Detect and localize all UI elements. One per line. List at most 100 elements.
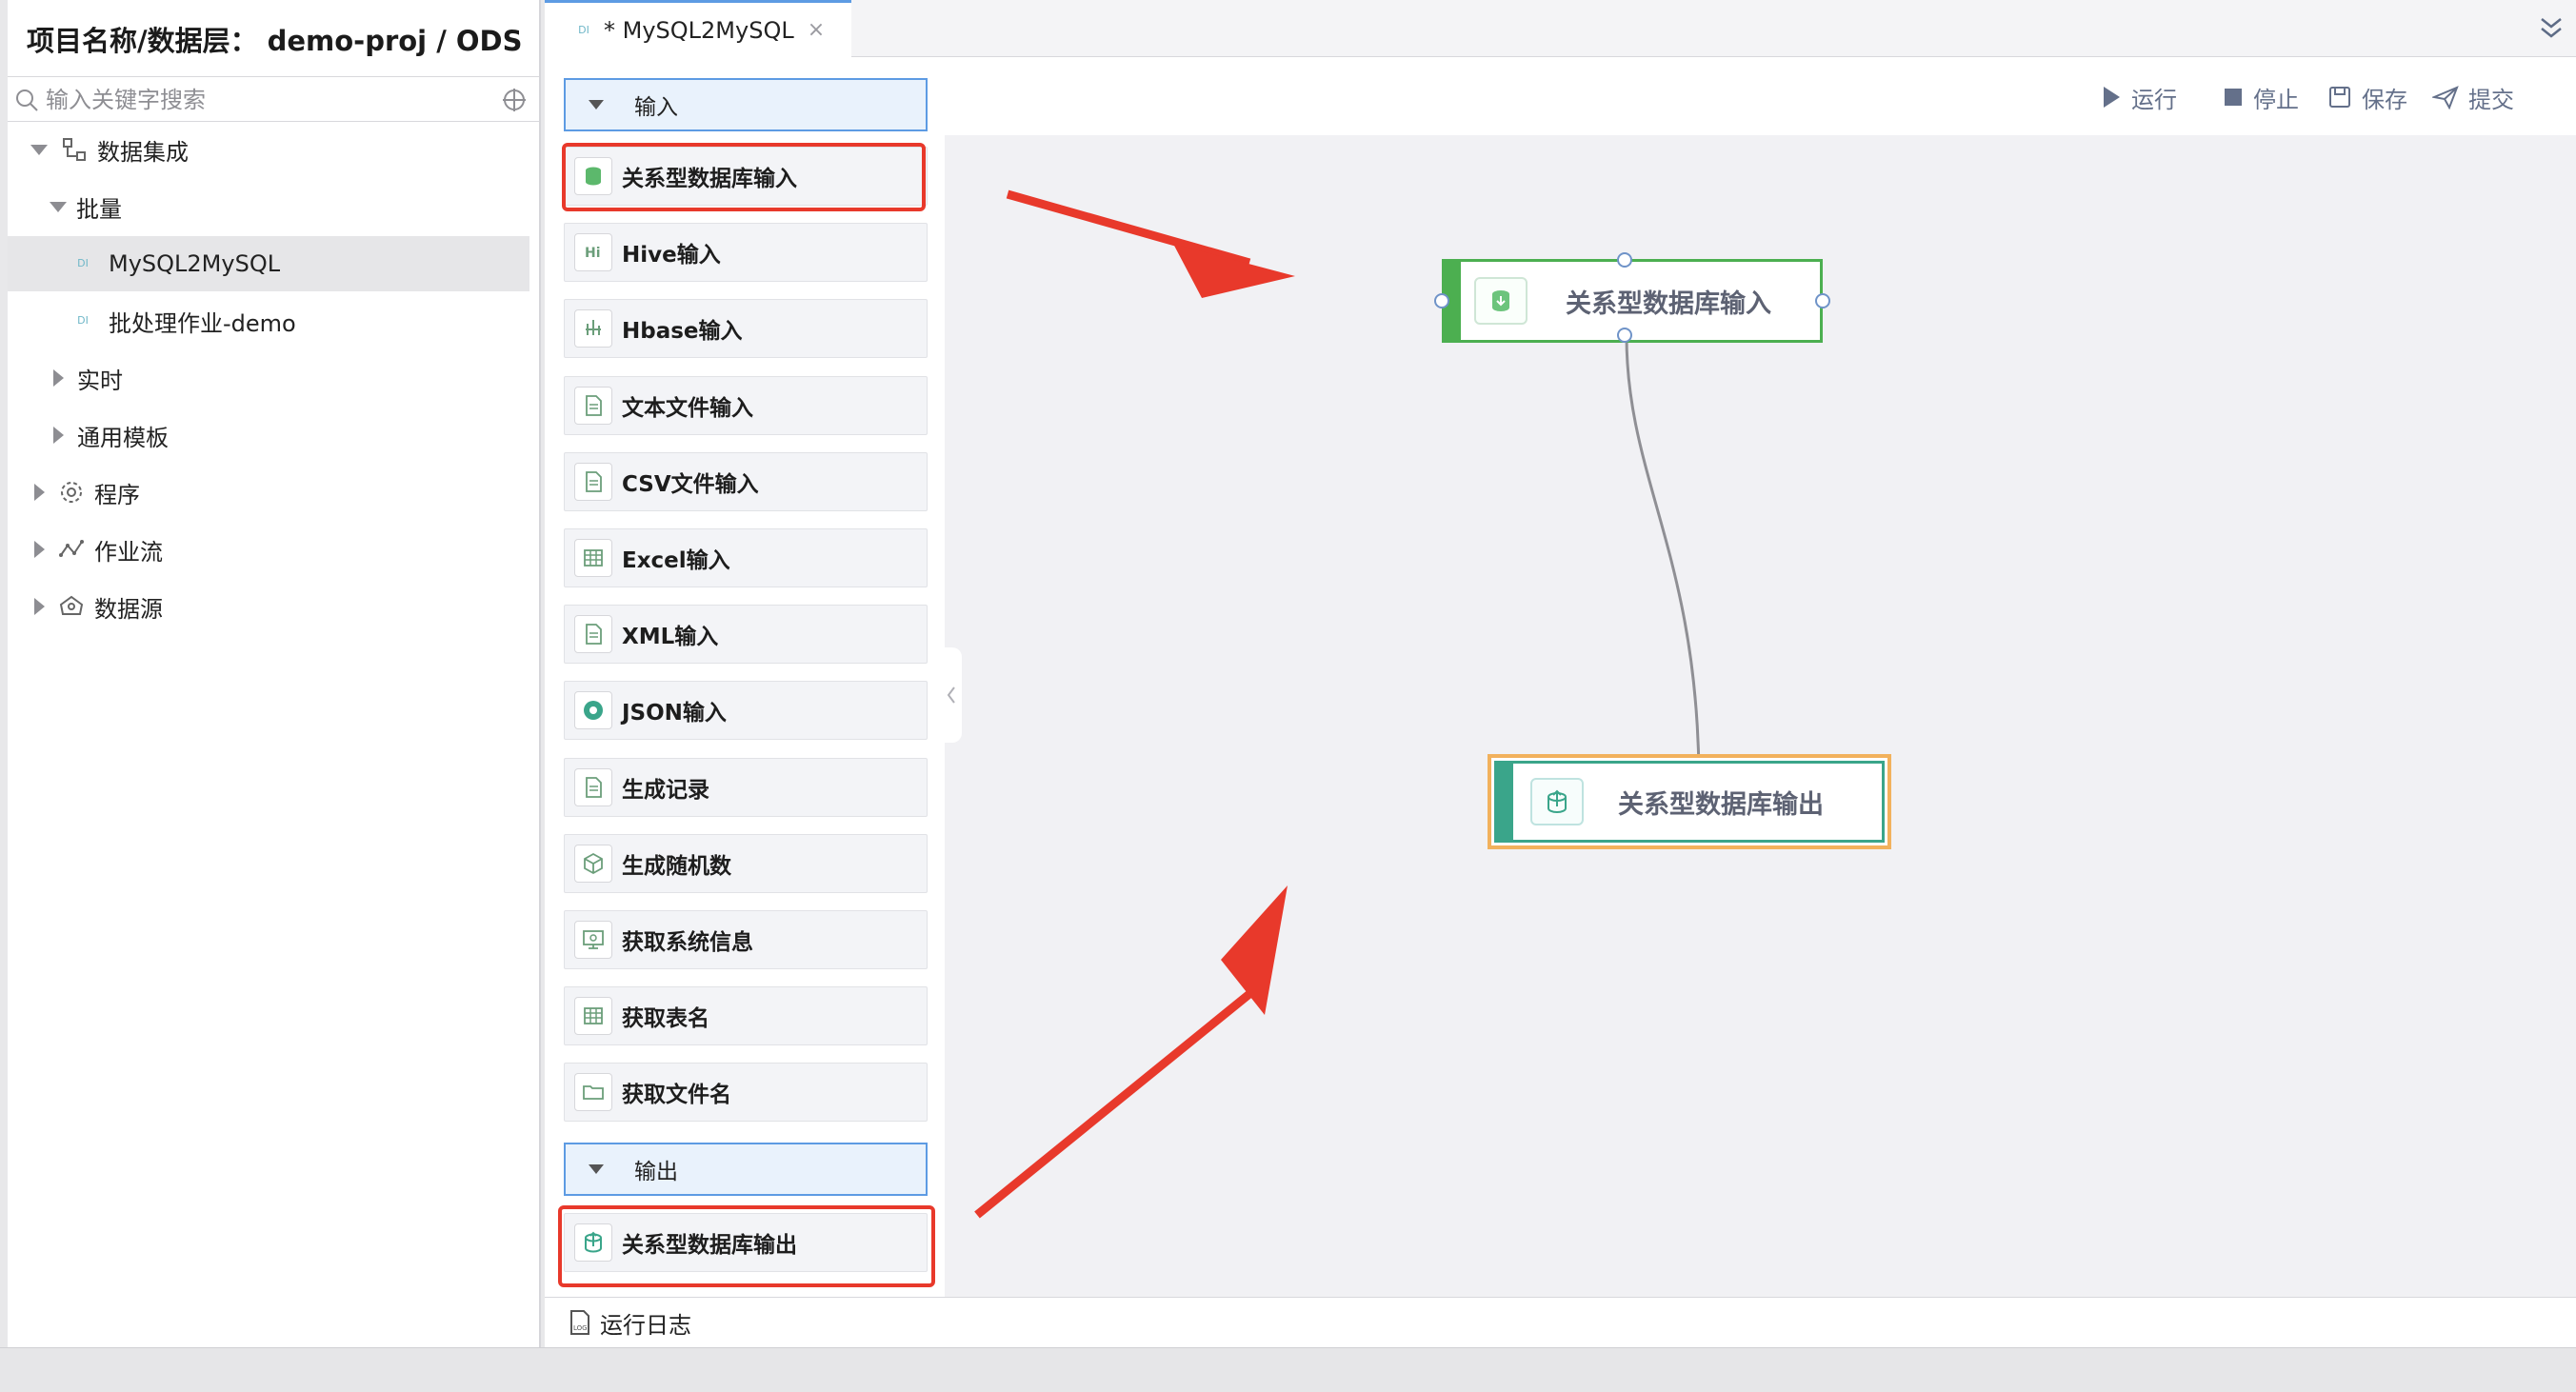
section-input-header[interactable]: 输入 [564, 78, 928, 131]
canvas-overlay [974, 189, 1707, 1219]
port-bottom[interactable] [1617, 328, 1632, 343]
tree-item-workflow[interactable]: 作业流 [8, 522, 529, 577]
tree-item-realtime[interactable]: 实时 [8, 350, 529, 406]
palette-item[interactable]: Excel输入 [564, 528, 928, 587]
tree-item-program[interactable]: 程序 [8, 465, 529, 520]
palette-collapse-handle[interactable] [943, 647, 962, 743]
tree-item-batch-demo[interactable]: DI 批处理作业-demo [8, 293, 529, 348]
port-right[interactable] [1815, 293, 1830, 308]
submit-button[interactable]: 提交 [2432, 80, 2514, 114]
database-output-icon [1530, 778, 1584, 825]
chevron-double-down-icon[interactable] [2536, 13, 2566, 44]
palette-item[interactable]: 获取表名 [564, 986, 928, 1046]
tree-label: 批量 [76, 195, 122, 223]
palette-item[interactable]: CSV文件输入 [564, 451, 928, 511]
search-icon [16, 89, 38, 111]
play-icon [2104, 87, 2120, 108]
status-bar [0, 1347, 2576, 1392]
palette-item-label: Hbase输入 [622, 319, 743, 345]
file-name-icon [574, 1073, 612, 1112]
tree-item-batch[interactable]: 批量 [8, 179, 529, 234]
tab-bar: DI * MySQL2MySQL × [545, 0, 2576, 57]
text-file-icon [574, 386, 612, 425]
svg-text:LOG: LOG [573, 1324, 588, 1332]
tree-label: 通用模板 [77, 424, 169, 451]
connection-line[interactable] [1625, 335, 1701, 776]
palette-item[interactable]: 生成记录 [564, 757, 928, 817]
database-input-icon [574, 157, 612, 195]
palette-item[interactable]: 获取文件名 [564, 1063, 928, 1123]
gear-icon [61, 482, 82, 503]
search-bar [8, 76, 539, 122]
run-label: 运行 [2131, 86, 2177, 113]
tree-item-template[interactable]: 通用模板 [8, 408, 529, 463]
caret-right-icon[interactable] [53, 427, 64, 444]
hive-icon: Hi [574, 233, 612, 272]
submit-label: 提交 [2468, 86, 2514, 113]
tree-label: 数据源 [94, 595, 163, 623]
tab-mysql2mysql[interactable]: DI * MySQL2MySQL × [545, 0, 851, 57]
di-badge-icon: DI [578, 23, 589, 36]
section-label: 输出 [634, 1160, 678, 1184]
project-title: 项目名称/数据层：demo-proj / ODS [27, 19, 523, 59]
palette-item[interactable]: XML输入 [564, 605, 928, 665]
database-input-icon [1474, 277, 1528, 325]
close-icon[interactable]: × [807, 18, 826, 42]
palette-item-label: CSV文件输入 [622, 471, 759, 497]
di-badge-icon: DI [77, 257, 89, 269]
palette-item[interactable]: Hbase输入 [564, 299, 928, 359]
tree-label: MySQL2MySQL [109, 250, 281, 277]
csv-file-icon [574, 462, 612, 501]
save-button[interactable]: 保存 [2327, 80, 2407, 114]
stop-icon [2225, 89, 2242, 106]
palette-item-label: 获取表名 [622, 1006, 709, 1032]
palette-item[interactable]: Hi Hive输入 [564, 223, 928, 283]
database-output-icon [574, 1223, 612, 1262]
caret-right-icon[interactable] [34, 484, 45, 501]
palette-item-label: JSON输入 [622, 701, 727, 726]
flow-canvas[interactable]: 关系型数据库输入 关系型数据库输出 [945, 59, 2576, 1297]
palette-item[interactable]: 文本文件输入 [564, 375, 928, 435]
caret-down-icon[interactable] [30, 144, 48, 155]
palette-item-label: 关系型数据库输入 [622, 167, 797, 191]
node-label: 关系型数据库输入 [1566, 288, 1771, 319]
caret-right-icon[interactable] [34, 598, 45, 615]
palette-item[interactable]: 获取系统信息 [564, 910, 928, 969]
random-icon [574, 844, 612, 883]
project-tree-panel: 项目名称/数据层：demo-proj / ODS 数据集成 批量 DI MySQ… [8, 0, 541, 1347]
xml-icon [574, 615, 612, 654]
tree-item-datasource[interactable]: 数据源 [8, 579, 529, 634]
canvas-toolbar: 运行 停止 保存 提交 [945, 59, 2576, 135]
palette-item-label: Hive输入 [622, 243, 721, 268]
palette-item-label: 文本文件输入 [622, 395, 753, 421]
excel-icon [574, 539, 612, 577]
caret-down-icon[interactable] [50, 201, 67, 212]
node-inner-frame [1494, 761, 1885, 843]
run-log-label: 运行日志 [600, 1311, 691, 1339]
canvas-node-db-output[interactable]: 关系型数据库输出 [1488, 754, 1891, 849]
palette-item[interactable]: JSON输入 [564, 681, 928, 741]
stop-button[interactable]: 停止 [2223, 80, 2299, 114]
section-label: 输入 [634, 95, 678, 120]
palette-item[interactable]: 生成随机数 [564, 833, 928, 893]
canvas-node-db-input[interactable]: 关系型数据库输入 [1442, 259, 1823, 343]
annotation-arrow-bottom-head [1221, 885, 1288, 1015]
port-top[interactable] [1617, 252, 1632, 268]
palette-item[interactable]: 关系型数据库输出 [564, 1213, 928, 1272]
caret-right-icon[interactable] [34, 541, 45, 558]
section-output-header[interactable]: 输出 [564, 1143, 928, 1196]
run-button[interactable]: 运行 [2101, 80, 2177, 114]
port-left[interactable] [1434, 293, 1449, 308]
table-name-icon [574, 997, 612, 1036]
run-log-bar[interactable]: LOG 运行日志 [545, 1297, 2576, 1347]
svg-text:Hi: Hi [585, 246, 601, 261]
search-input[interactable] [46, 83, 484, 117]
tree-item-data-integration[interactable]: 数据集成 [8, 122, 529, 177]
palette-item[interactable]: 关系型数据库输入 [564, 147, 928, 206]
locate-icon[interactable] [501, 87, 528, 113]
highlight-box-output [558, 1205, 935, 1287]
tree-item-mysql2mysql[interactable]: DI MySQL2MySQL [8, 236, 529, 291]
caret-right-icon[interactable] [53, 369, 64, 387]
palette-item-label: 生成记录 [622, 777, 709, 803]
